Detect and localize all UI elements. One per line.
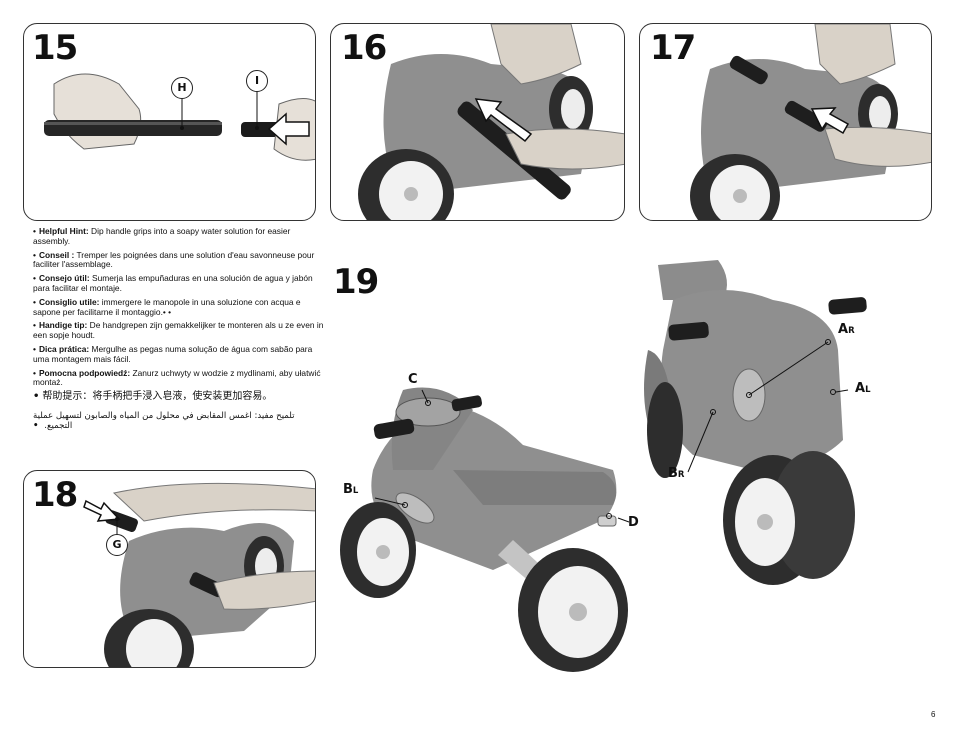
lower-hand [824,126,931,167]
step-17-illustration [690,24,931,220]
dashboard [395,397,461,427]
side-view-toy [340,387,628,672]
helpful-hints: •Helpful Hint: Dip handle grips into a s… [33,226,325,436]
hint-text: Sumerja las empuñaduras en una solución … [33,273,313,293]
callout-br: BR [668,466,685,481]
step-18-number: 18 [32,475,78,515]
hint-text: Dip handle grips into a soapy water solu… [33,226,291,246]
hint-text-zh: 帮助提示：将手柄把手浸入皂液，使安装更加容易。 [42,391,273,403]
hint-ar: تلميح مفيد: اغمس المقابض في محلول من الم… [33,410,295,431]
hint-it: •Consiglio utile: immergere le manopole … [33,296,301,317]
hint-text-ar: تلميح مفيد: اغمس المقابض في محلول من الم… [33,410,295,431]
hint-label: Handige tip: [38,320,88,331]
step-16-number: 16 [341,28,387,68]
part-label-g: G [106,534,128,556]
hint-text: Zanurz uchwyty w wodzie z mydlinami, aby… [33,367,321,388]
push-arrow [267,112,310,146]
hint-label: Conseil : [38,249,75,260]
rear-wheel [869,96,891,132]
front-rear-tire [647,382,683,478]
push-arrow [810,107,850,135]
hint-pl: •Pomocna podpowiedź: Zanurz uchwyty w wo… [33,367,321,388]
step-15-number: 15 [32,28,78,68]
hint-text: Tremper les poignées dans une solution d… [33,249,315,270]
front-wheel-tire-inner [771,451,855,579]
top-hand [814,24,896,85]
side-grip-right [451,395,482,412]
front-grip-left [668,321,709,341]
step-16-illustration [358,24,624,220]
left-hand [53,73,142,150]
hint-nl: •Handige tip: De handgrepen zijn gemakke… [33,320,324,341]
step-17-panel: 17 [639,23,932,221]
step-19-number: 19 [333,262,379,302]
step-15-panel: 15 H I [23,23,316,221]
callout-ar: AR [838,322,855,337]
front-view-toy [644,260,867,585]
step-18-illustration [83,482,315,667]
callout-al: AL [855,381,871,396]
callout-d: D [628,515,639,530]
hint-label: Consejo útil: [38,273,90,284]
grip-left [729,55,768,85]
hint-label: Consiglio utile: [38,296,100,307]
headlight-vent [395,492,435,524]
callout-bl: BL [343,482,359,497]
hint-text: immergere le manopole in una soluzione c… [33,296,301,317]
part-label-i: I [246,70,268,92]
hint-pt: •Dica prática: Mergulhe as pegas numa so… [33,343,313,364]
front-wheel [126,619,182,667]
side-seat [453,470,617,505]
push-arrow [83,499,121,522]
step-17-number: 17 [650,28,696,68]
front-seat [658,260,727,300]
step-18-panel: 18 G [23,470,316,668]
hint-en: •Helpful Hint: Dip handle grips into a s… [33,226,291,246]
hint-zh: •帮助提示：将手柄把手浸入皂液，使安装更加容易。 [33,391,273,403]
top-arm [112,482,315,522]
step-15-illustration [44,73,315,161]
hint-label: Dica prática: [38,343,90,354]
lower-hand [505,128,624,170]
hint-fr: •Conseil : Tremper les poignées dans une… [33,249,315,270]
hint-es: •Consejo útil: Sumerja las empuñaduras e… [33,273,313,293]
hint-text: Mergulhe as pegas numa solução de água c… [33,343,313,364]
step-19-illustration [340,260,867,672]
insert-arrow [474,98,533,143]
hint-text: De handgrepen zijn gemakkelijker te mont… [33,320,324,341]
step-16-panel: 16 [330,23,625,221]
hint-label: Pomocna podpowiedź: [38,367,131,378]
hint-label: Helpful Hint: [38,226,89,236]
page-number: 6 [931,710,936,719]
lower-hand [213,570,315,610]
callout-c: C [408,372,418,387]
top-hand [490,24,582,85]
front-grip-right [828,297,867,315]
grip-right [189,572,225,598]
side-grip-left [373,418,415,439]
part-label-h: H [171,77,193,99]
grip-right [784,100,828,132]
rear-wheel [561,89,585,129]
